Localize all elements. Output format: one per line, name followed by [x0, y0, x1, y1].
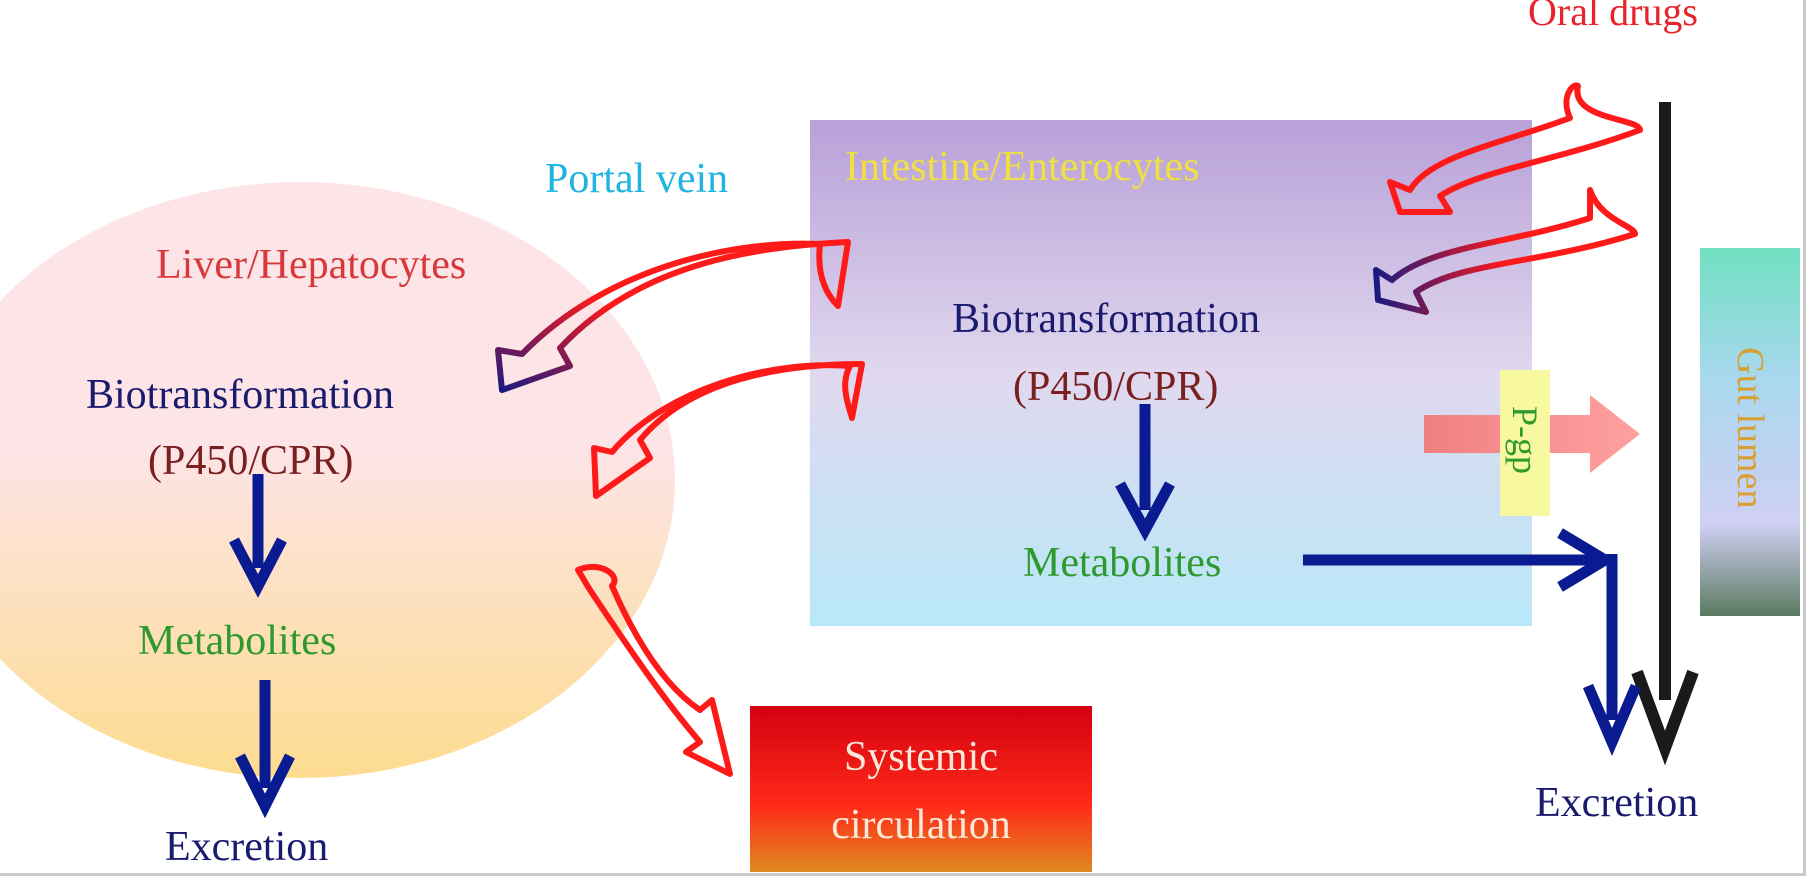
liver-label: Liver/Hepatocytes	[156, 242, 467, 288]
pgp-label-box	[1500, 370, 1550, 516]
oral-drugs-arrow-lower	[1373, 187, 1638, 315]
liver-ellipse	[0, 182, 675, 778]
liver-metabolites-label: Metabolites	[138, 618, 337, 664]
gut-lumen-flow-arrow	[1631, 102, 1699, 766]
gut-lumen-label: Gut lumen	[1729, 347, 1771, 509]
right-excretion-label: Excretion	[1535, 780, 1699, 826]
oral-drugs-label: Oral drugs	[1528, 0, 1698, 34]
systemic-circulation-box	[750, 706, 1092, 872]
liver-excretion-label: Excretion	[165, 824, 329, 870]
intestine-enzymes-label: (P450/CPR)	[1013, 364, 1219, 410]
intestine-biotransformation-arrow	[1115, 404, 1175, 542]
liver-to-systemic-arrow	[575, 563, 733, 777]
oral-drugs-arrow-upper	[1387, 82, 1643, 215]
gut-lumen-bar	[1700, 248, 1800, 616]
intestine-biotransformation-label: Biotransformation	[952, 296, 1260, 342]
liver-biotransformation-label: Biotransformation	[86, 372, 394, 418]
intestine-to-liver-arrow	[591, 361, 865, 499]
liver-biotransformation-arrow	[229, 474, 287, 598]
metabolites-efflux-arrow	[1303, 528, 1642, 756]
systemic-line2-label: circulation	[831, 802, 1011, 848]
systemic-line1-label: Systemic	[844, 734, 998, 780]
portal-vein-arrow	[495, 239, 851, 393]
portal-vein-label: Portal vein	[545, 156, 729, 202]
intestine-metabolites-label: Metabolites	[1023, 540, 1222, 586]
liver-enzymes-label: (P450/CPR)	[148, 438, 354, 484]
intestine-label: Intestine/Enterocytes	[845, 144, 1200, 190]
intestine-box	[810, 120, 1532, 626]
liver-excretion-arrow	[235, 680, 295, 819]
pgp-label: P-gp	[1505, 405, 1545, 474]
